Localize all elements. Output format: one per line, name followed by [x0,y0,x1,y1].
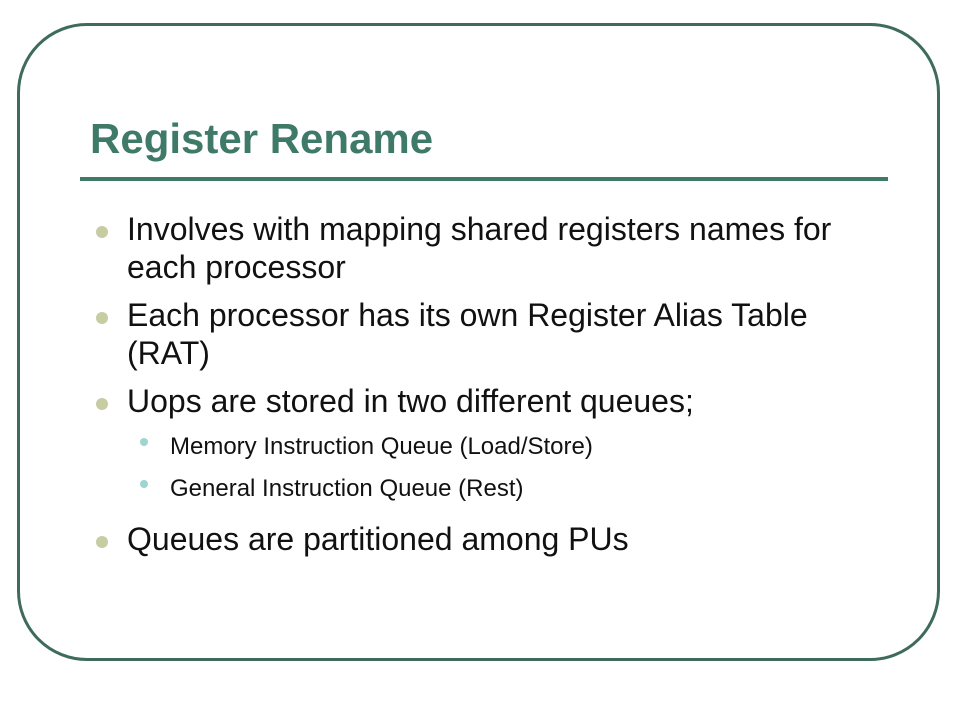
bullet-item: Queues are partitioned among PUs [94,520,894,558]
slide-frame [17,23,940,661]
bullet-text: Involves with mapping shared registers n… [127,211,832,285]
bullet-dot-icon [96,226,108,238]
bullet-dot-icon [96,398,108,410]
bullet-text: Uops are stored in two different queues; [127,383,694,419]
subbullet-text: General Instruction Queue (Rest) [170,475,524,502]
bullet-list: Involves with mapping shared registers n… [94,210,894,568]
slide-title: Register Rename [90,115,434,162]
subbullet-list: Memory Instruction Queue (Load/Store) Ge… [94,426,894,510]
bullet-item: Each processor has its own Register Alia… [94,296,827,372]
bullet-item: Uops are stored in two different queues;… [94,382,894,510]
subbullet-dot-icon [140,438,148,446]
subbullet-item: Memory Instruction Queue (Load/Store) [94,426,894,468]
bullet-text: Queues are partitioned among PUs [127,521,629,557]
bullet-dot-icon [96,312,108,324]
subbullet-text: Memory Instruction Queue (Load/Store) [170,433,593,460]
bullet-text: Each processor has its own Register Alia… [127,297,808,371]
subbullet-dot-icon [140,480,148,488]
title-underline [80,177,888,181]
subbullet-item: General Instruction Queue (Rest) [94,468,894,510]
bullet-item: Involves with mapping shared registers n… [94,210,867,286]
bullet-dot-icon [96,536,108,548]
